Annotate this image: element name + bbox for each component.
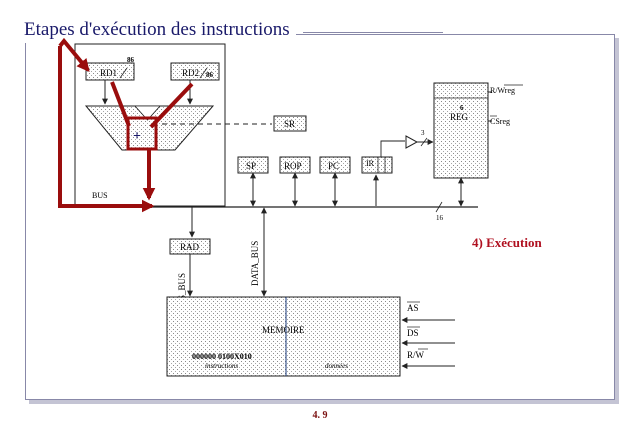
- rd1-highlight-arrow: [110, 81, 131, 127]
- register-file-label: REG: [450, 112, 469, 122]
- buffer-triangle: [405, 135, 419, 149]
- sr-register: [273, 115, 307, 132]
- rw-reg-label: R/Wreg: [490, 86, 515, 95]
- rd2-highlight-arrow: [149, 82, 194, 129]
- buffer-width-tick: [420, 137, 428, 147]
- cs-reg-label: CSreg: [490, 117, 510, 126]
- as-label: AS: [407, 303, 419, 313]
- memory-block: [166, 296, 401, 377]
- rd1-bits: 86: [127, 56, 135, 64]
- register-file-bits: 6: [460, 104, 464, 112]
- register-file: [433, 82, 489, 179]
- adder-plus: +: [133, 129, 141, 144]
- rd2-label: RD2: [182, 68, 199, 78]
- memory-code: 000000 0100X010: [192, 352, 252, 361]
- memory-label: MEMOIRE: [262, 325, 305, 335]
- title-rule: [303, 32, 443, 33]
- ir-register: [361, 156, 393, 174]
- sr-label: SR: [284, 119, 295, 129]
- rd2-width-tick: [199, 67, 208, 79]
- rop-label: ROP: [284, 161, 302, 171]
- step-label: 4) Exécution: [472, 235, 542, 250]
- buffer-bits: 3: [421, 129, 425, 137]
- rd2-bits: 86: [206, 71, 214, 79]
- ds-label: DS: [407, 328, 419, 338]
- ir-label: IR: [366, 159, 375, 168]
- rw-label: R/W: [407, 350, 425, 360]
- rd2-register: [170, 62, 220, 81]
- bus-width-tick: [435, 201, 443, 213]
- rd1-label: RD1: [100, 68, 117, 78]
- data-bus-label: DATA_BUS: [250, 241, 260, 286]
- execution-path-highlight: [58, 46, 155, 213]
- page-number: 4. 9: [312, 410, 328, 421]
- bus-width: 16: [436, 214, 444, 222]
- memory-data-label: données: [325, 362, 348, 370]
- adder-highlight-box: [126, 116, 158, 151]
- sp-label: SP: [246, 161, 256, 171]
- memory-instructions-label: instructions: [205, 362, 238, 370]
- rd1-width-tick: [119, 67, 128, 79]
- alu-notch: [134, 105, 161, 121]
- pc-label: PC: [328, 161, 339, 171]
- execution-path-to-rd1: [58, 37, 90, 72]
- ir-to-reg-select: [380, 140, 405, 157]
- bus-label: BUS: [92, 191, 108, 200]
- rad-label: RAD: [180, 242, 200, 252]
